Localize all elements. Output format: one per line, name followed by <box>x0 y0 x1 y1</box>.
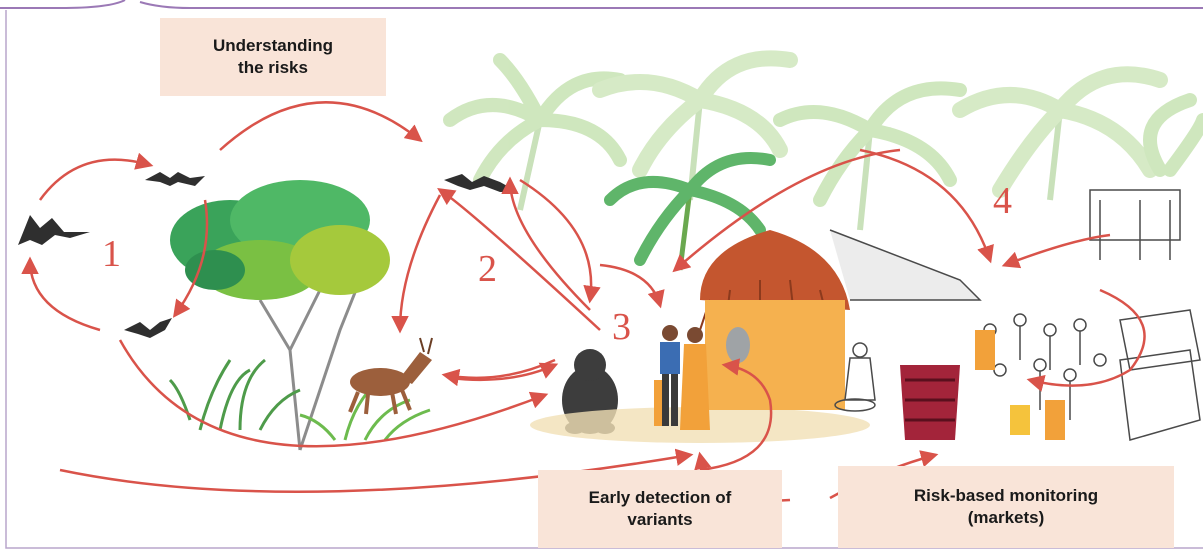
hut-icon <box>700 230 850 410</box>
arrow <box>440 190 600 330</box>
arrow <box>40 160 150 200</box>
label-line: the risks <box>160 57 386 79</box>
label-understanding-the-risks: Understanding the risks <box>160 18 386 96</box>
stage-number: 4 <box>993 182 1012 220</box>
label-line: Early detection of <box>538 487 782 509</box>
grass-icon <box>170 360 300 430</box>
deer-icon <box>350 338 432 414</box>
stage-number: 3 <box>612 308 631 346</box>
label-line: Understanding <box>160 35 386 57</box>
market-icon <box>830 190 1200 440</box>
arrow <box>30 260 100 330</box>
arrow <box>860 150 990 260</box>
label-risk-based-monitoring: Risk-based monitoring (markets) <box>838 466 1174 548</box>
stage-number: 2 <box>478 250 497 288</box>
label-line: variants <box>538 509 782 531</box>
label-line: Risk-based monitoring <box>838 485 1174 507</box>
arrow <box>1030 290 1145 386</box>
arrow <box>445 360 555 378</box>
bat-icon <box>145 172 205 186</box>
label-line: (markets) <box>838 507 1174 529</box>
flow-arrows <box>30 102 1145 500</box>
stage-number: 1 <box>102 235 121 273</box>
label-early-detection: Early detection of variants <box>538 470 782 548</box>
family-icon <box>654 325 710 430</box>
arrow <box>400 195 440 330</box>
arrow <box>220 102 420 150</box>
bat-icon <box>18 215 90 245</box>
arrow <box>600 265 660 305</box>
bat-icon <box>124 318 172 338</box>
